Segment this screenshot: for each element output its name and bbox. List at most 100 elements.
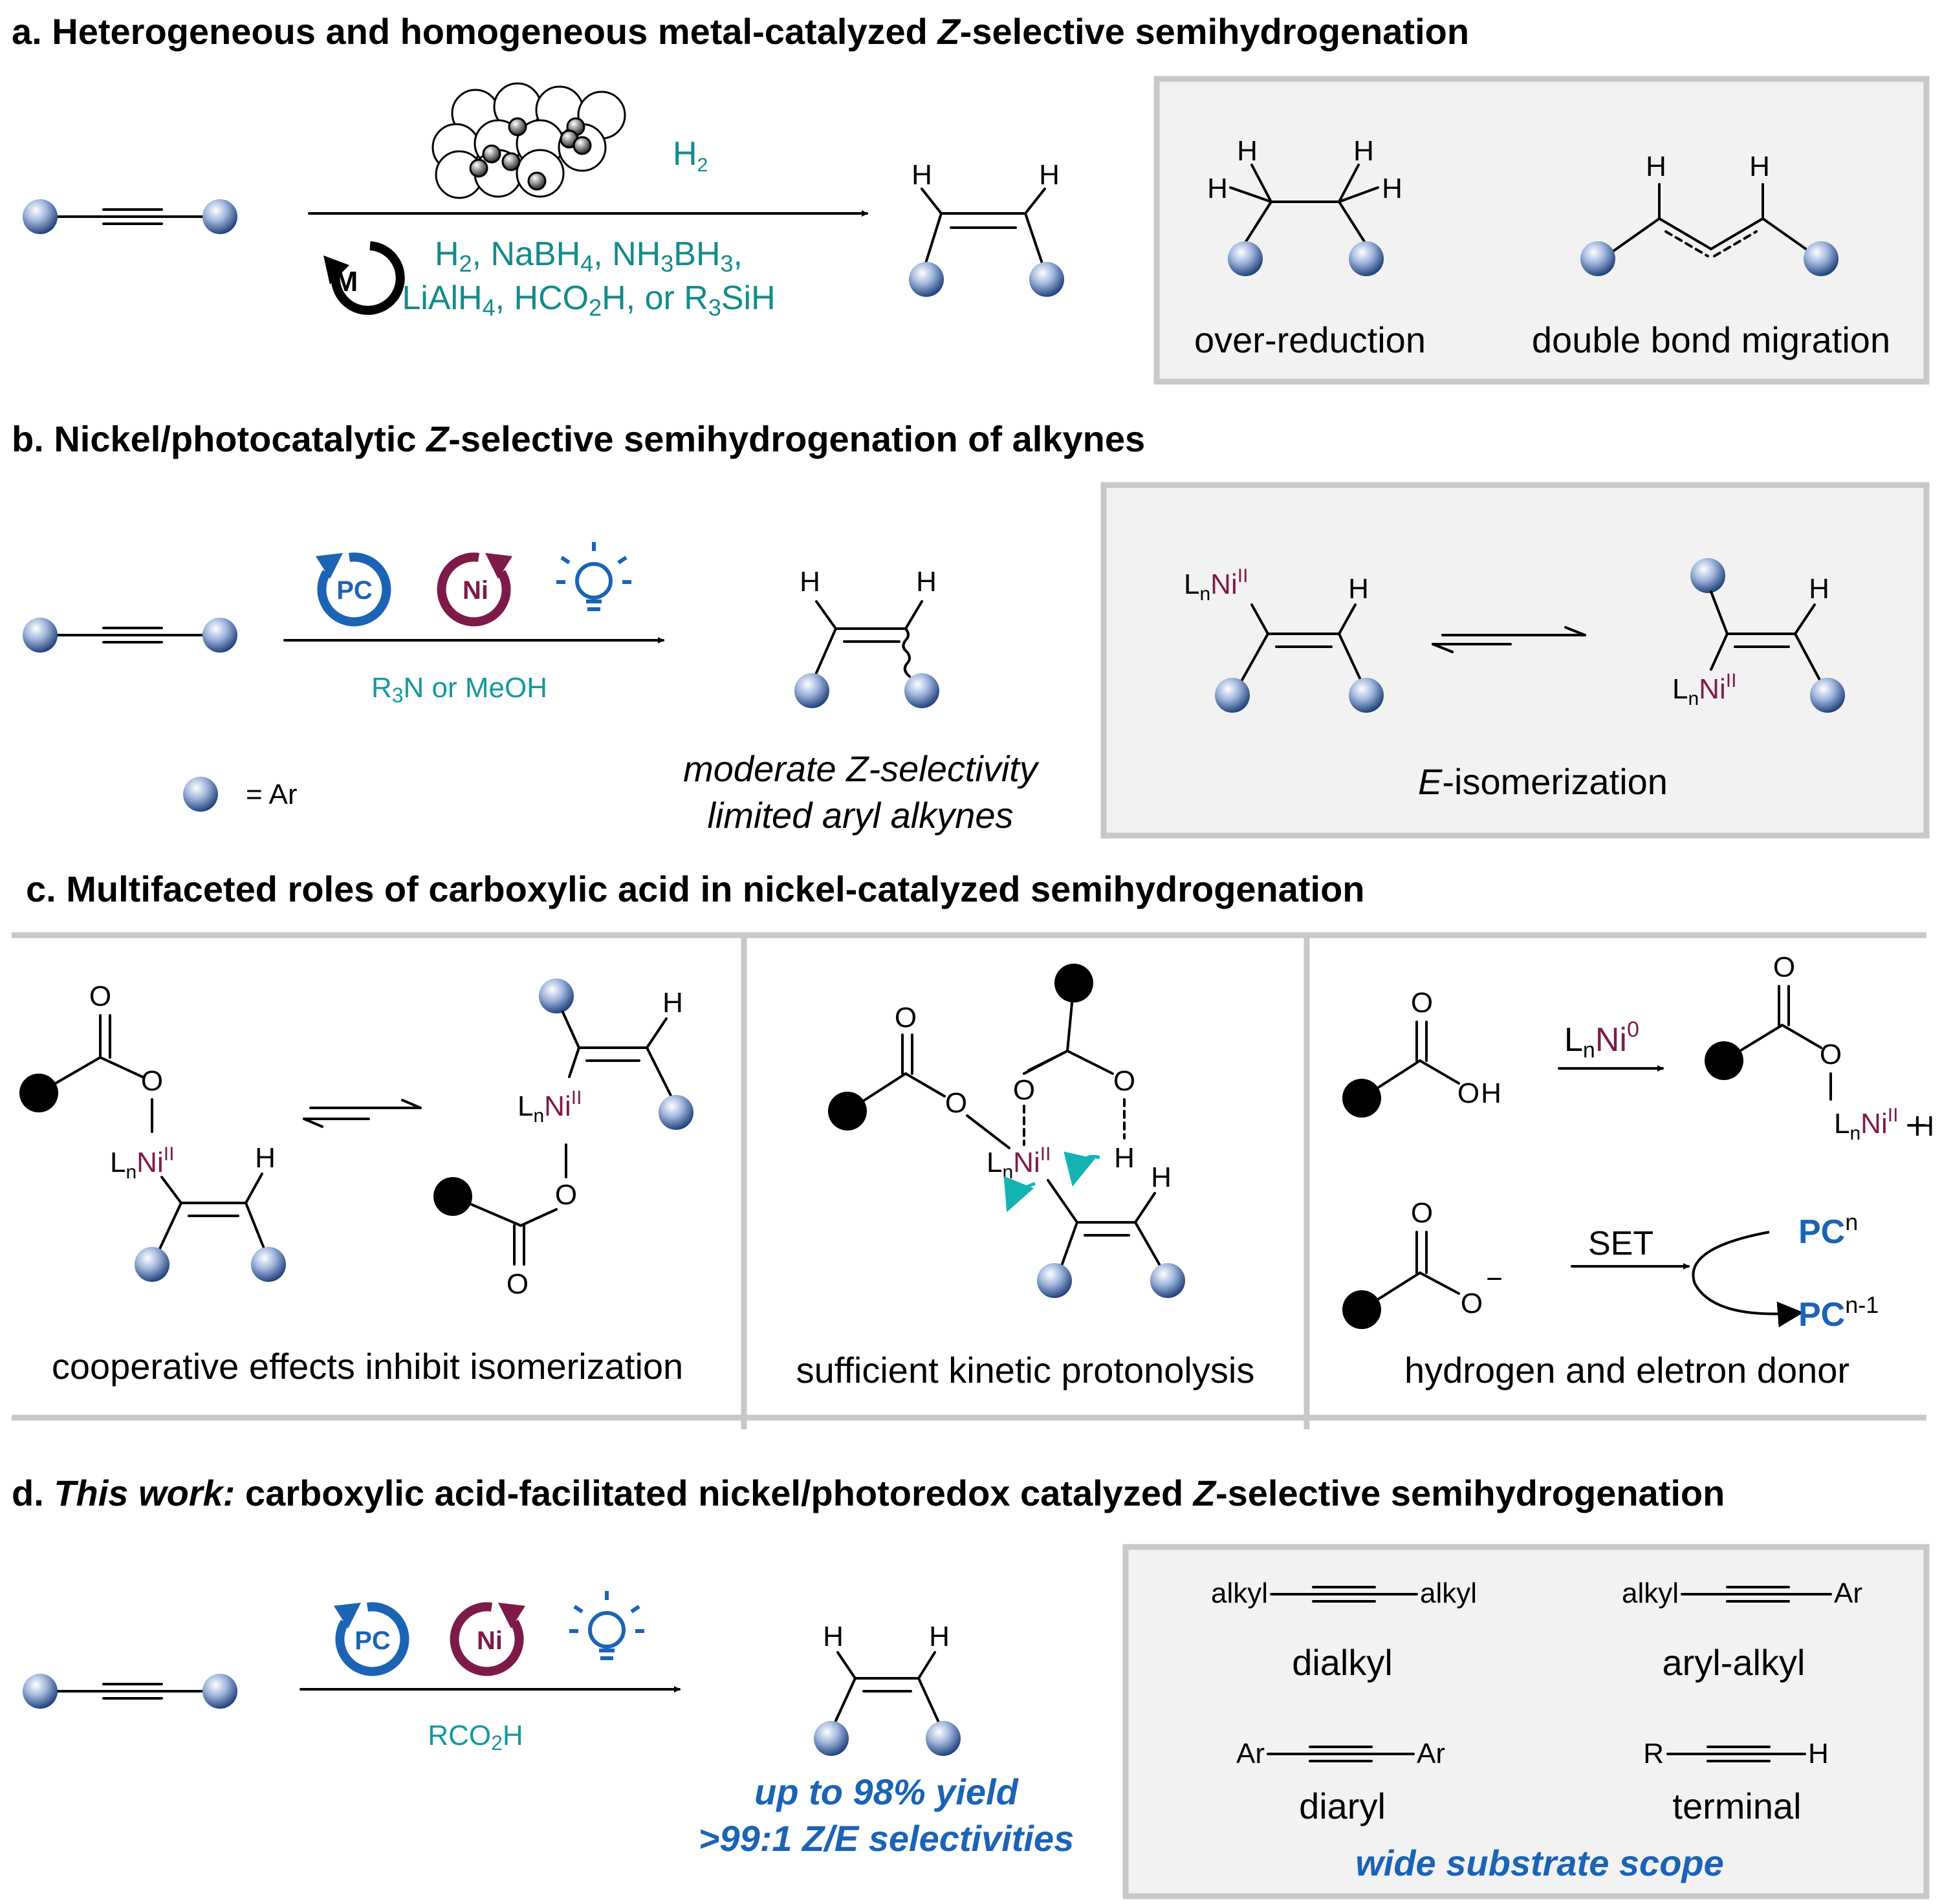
svg-text:H: H [1809,573,1829,605]
panel-d: d. This work: carboxylic acid-facilitate… [12,1473,1930,1899]
svg-text:diaryl: diaryl [1299,1786,1386,1826]
equilibrium-arrows-c [303,1099,422,1128]
alkyne-substrate-b [23,618,237,653]
scope-dialkyl: alkyl alkyl dialkyl [1211,1577,1477,1683]
svg-text:Ar: Ar [1236,1738,1265,1769]
svg-text:aryl-alkyl: aryl-alkyl [1663,1642,1806,1683]
svg-text:H: H [1481,1077,1501,1109]
svg-text:H: H [911,159,932,191]
svg-text:H: H [929,1621,950,1652]
svg-text:H: H [1207,173,1228,204]
svg-text:LnNiII: LnNiII [110,1143,174,1183]
hydride-h: H [1914,1110,1934,1142]
over-reduction-structure: H H H H [1207,135,1402,276]
svg-text:O: O [1013,1074,1035,1106]
panel-a: a. Heterogeneous and homogeneous metal-c… [12,11,1930,385]
svg-text:O: O [507,1268,529,1300]
svg-text:PCn: PCn [1798,1209,1858,1251]
svg-text:Ar: Ar [1417,1738,1445,1769]
svg-text:O: O [1457,1077,1479,1109]
svg-text:O: O [555,1179,577,1211]
svg-text:dialkyl: dialkyl [1292,1642,1393,1683]
outcome-line-1: moderate Z-selectivity [683,748,1040,789]
svg-text:H: H [1237,135,1258,167]
scope-aryl-alkyl: alkyl Ar aryl-alkyl [1622,1577,1862,1683]
cooperative-complex-right: H LnNiII O O [433,979,693,1300]
svg-text:R: R [1643,1738,1664,1769]
svg-text:LnNiII: LnNiII [987,1143,1051,1183]
svg-text:H: H [800,566,820,598]
svg-text:H: H [1151,1162,1172,1193]
caption-hydrogen-donor: hydrogen and eletron donor [1404,1350,1849,1390]
svg-text:H: H [1039,159,1060,191]
selectivity-text: >99:1 Z/E selectivities [699,1818,1075,1859]
e-vinyl-nickel: H LnNiII [1672,558,1845,713]
svg-text:alkyl: alkyl [1211,1577,1268,1609]
alkyne-substrate-a [23,199,237,234]
svg-text:H: H [1646,151,1666,182]
svg-text:terminal: terminal [1672,1786,1801,1826]
svg-text:PC: PC [355,1627,391,1655]
svg-text:H: H [255,1142,276,1174]
alkyne-substrate-d [23,1674,237,1709]
alkene-product-b: H H [794,566,939,708]
isomerization-box-b [1100,482,1930,839]
scope-diaryl: Ar Ar diaryl [1236,1738,1445,1826]
svg-text:LnNiII: LnNiII [1672,670,1736,709]
svg-text:O: O [945,1087,967,1119]
svg-text:= Ar: = Ar [246,779,298,810]
svg-text:alkyl: alkyl [1420,1577,1477,1609]
reagent-r3n-meoh: R3N or MeOH [371,672,547,707]
panel-a-title: a. Heterogeneous and homogeneous metal-c… [12,11,1469,52]
caption-e-isomerization: E-isomerization [1418,761,1668,802]
svg-text:SET: SET [1588,1225,1653,1262]
svg-text:H: H [1382,173,1402,204]
panel-c: c. Multifaceted roles of carboxylic acid… [12,869,1934,1429]
nickel-cycle-icon: Ni [450,1602,525,1676]
svg-text:−: − [1486,1263,1503,1295]
svg-text:H: H [1348,573,1369,605]
double-bond-migration-structure: H H [1580,151,1838,276]
svg-text:O: O [1820,1039,1842,1070]
svg-text:Ni: Ni [477,1627,503,1655]
side-reactions-box-a [1153,76,1930,385]
caption-double-bond-migration: double bond migration [1532,319,1890,360]
svg-text:O: O [1461,1288,1483,1319]
photocatalyst-cycle-icon: PC [334,1602,409,1676]
svg-text:H: H [1353,135,1374,167]
z-alkene-product-a: H H [909,159,1064,297]
nickel-cycle-icon: Ni [437,552,512,627]
nanoparticle-cluster-icon [431,82,626,199]
light-bulb-icon [569,1591,644,1660]
carboxylate-set: O O − SET PCn PCn-1 [1342,1197,1879,1334]
caption-over-reduction: over-reduction [1194,319,1426,360]
substrate-scope-box [1122,1544,1930,1899]
svg-text:H: H [916,566,937,598]
acid-to-nickel-hydride: O O H LnNi0 O O LnNiII [1342,951,1926,1144]
aryl-legend: = Ar [183,777,298,812]
panel-b: b. Nickel/photocatalytic Z-selective sem… [12,418,1930,839]
svg-text:O: O [895,1002,917,1033]
caption-protonolysis: sufficient kinetic protonolysis [796,1350,1255,1390]
yield-text: up to 98% yield [754,1771,1019,1812]
reagent-line-2: LiAlH4, HCO2H, or R3SiH [402,279,775,321]
svg-text:H: H [1114,1142,1135,1174]
svg-text:H: H [823,1621,844,1652]
svg-text:O: O [1113,1065,1135,1097]
light-bulb-icon [556,542,631,611]
svg-text:Ar: Ar [1834,1577,1862,1609]
svg-text:O: O [1411,1197,1433,1229]
metal-cycle-icon: M [323,241,405,315]
svg-text:Ni: Ni [463,576,488,605]
protonolysis-complex: O O LnNiII O O H H [828,964,1185,1298]
reagent-rco2h: RCO2H [428,1720,523,1755]
equilibrium-arrows-b [1432,626,1586,653]
aryl-ball-icon [202,199,237,234]
scope-terminal: R H terminal [1643,1738,1829,1826]
z-alkene-product-d: H H [814,1621,961,1756]
svg-text:H: H [1808,1738,1829,1769]
svg-text:H: H [1749,151,1770,182]
reagent-h2-top: H2 [673,135,708,176]
scope-caption: wide substrate scope [1355,1843,1724,1883]
